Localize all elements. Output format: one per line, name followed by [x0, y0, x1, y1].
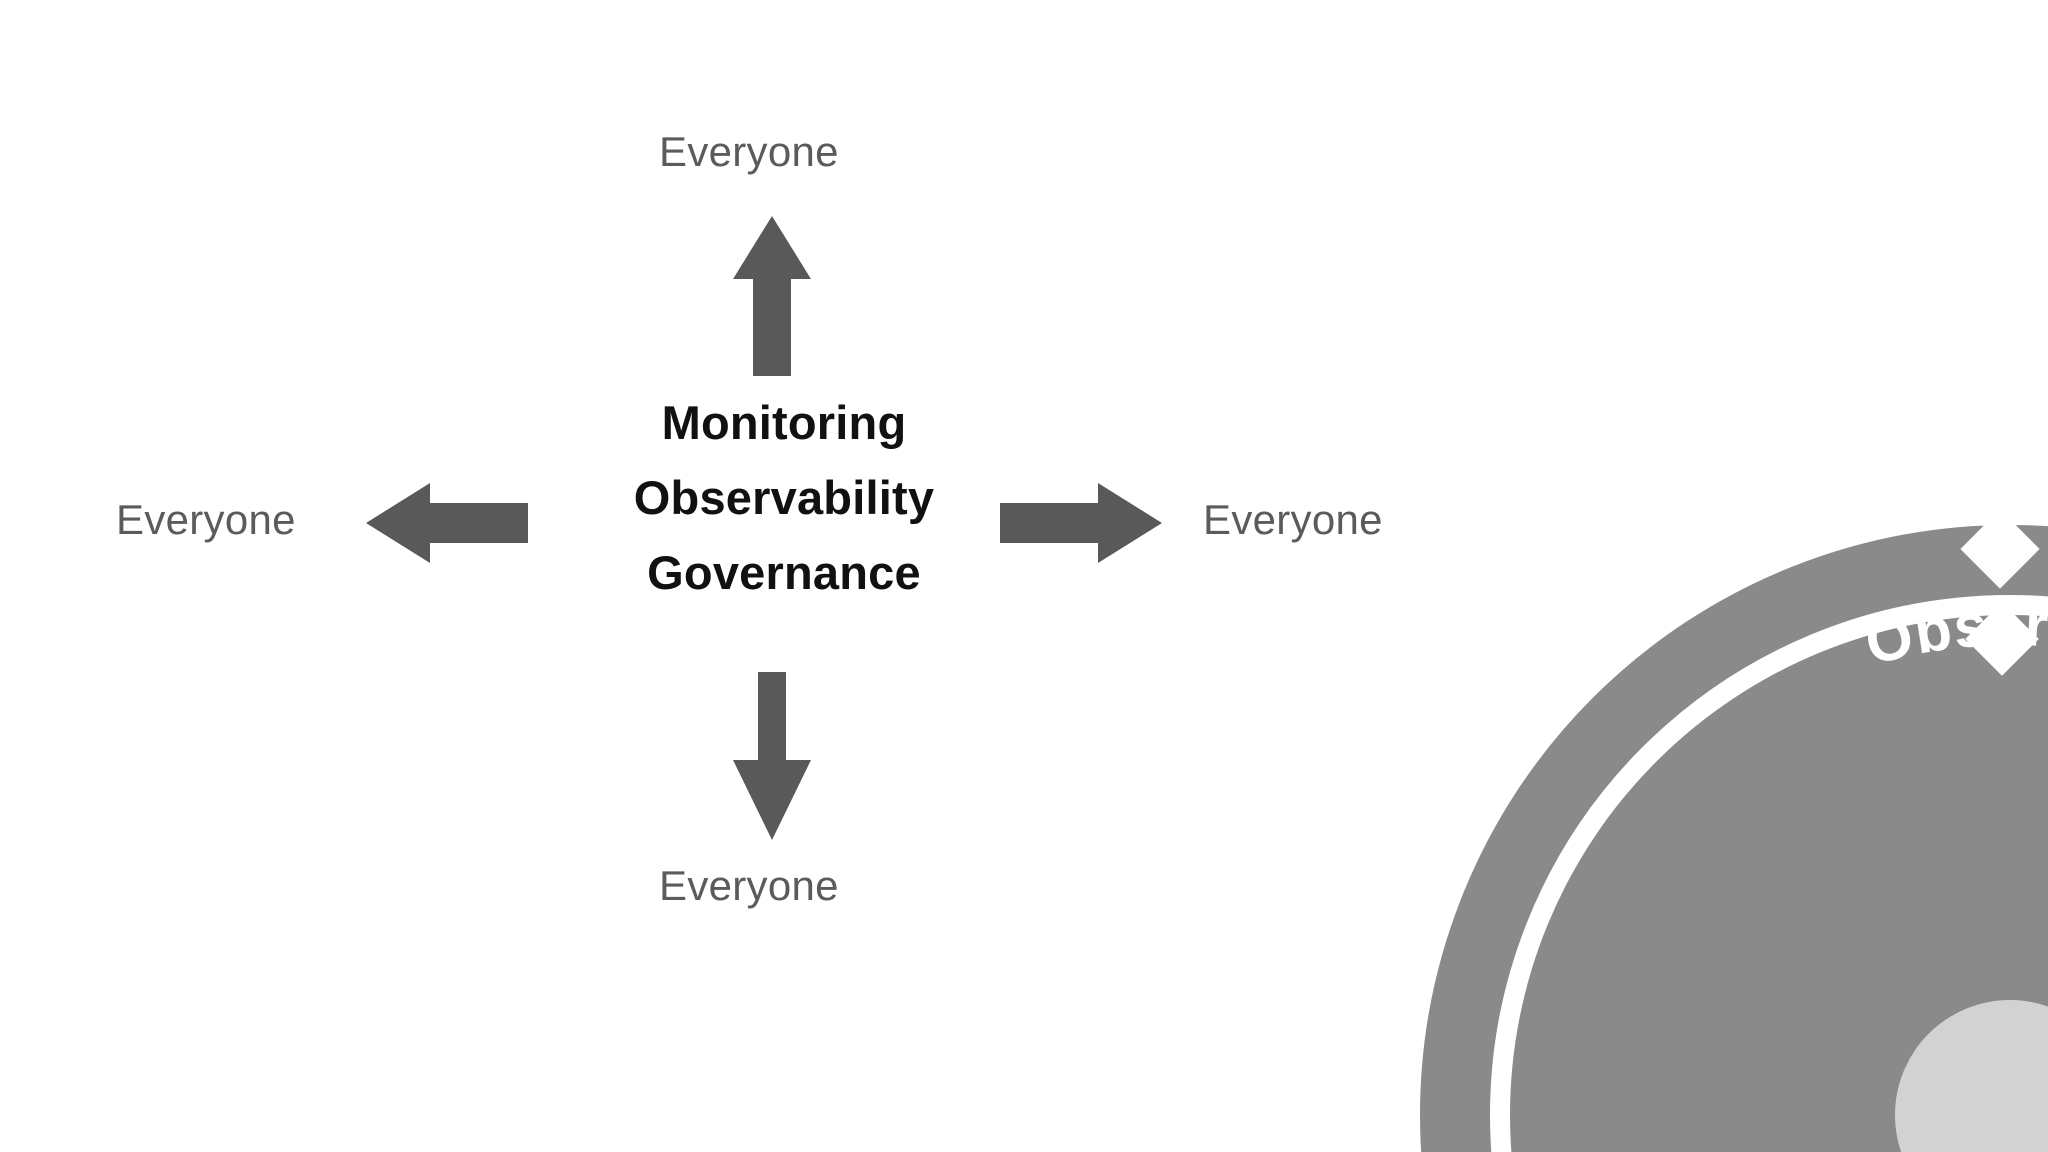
- wheel-outer-ring: [1420, 525, 2048, 1152]
- wheel-ring-gap: [1491, 596, 2048, 1152]
- headline-line-observability: Observability: [633, 471, 935, 524]
- wheel-core-hub: [1895, 1000, 2048, 1152]
- center-headline-block: Monitoring Observability Governance: [564, 385, 1004, 610]
- chevron-marker-icon: [1960, 509, 2040, 676]
- arrow-up-icon: [733, 216, 811, 376]
- audience-label-bottom: Everyone: [659, 862, 839, 909]
- arrow-right-icon: [1000, 483, 1162, 563]
- headline-line-governance: Governance: [647, 546, 921, 599]
- wheel-inner-disc: [1510, 615, 2048, 1152]
- audience-label-left: Everyone: [116, 496, 296, 543]
- audience-label-top: Everyone: [659, 128, 839, 175]
- arrow-down-icon: [733, 672, 811, 840]
- wheel-inner-label-text: Observe: [1858, 591, 2048, 678]
- wheel-inner-label: Observe: [1858, 591, 2048, 678]
- audience-label-right: Everyone: [1203, 496, 1383, 543]
- ooda-loop-wheel: Orient Observe: [1380, 485, 2048, 1152]
- arrow-left-icon: [366, 483, 528, 563]
- headline-line-monitoring: Monitoring: [661, 396, 907, 449]
